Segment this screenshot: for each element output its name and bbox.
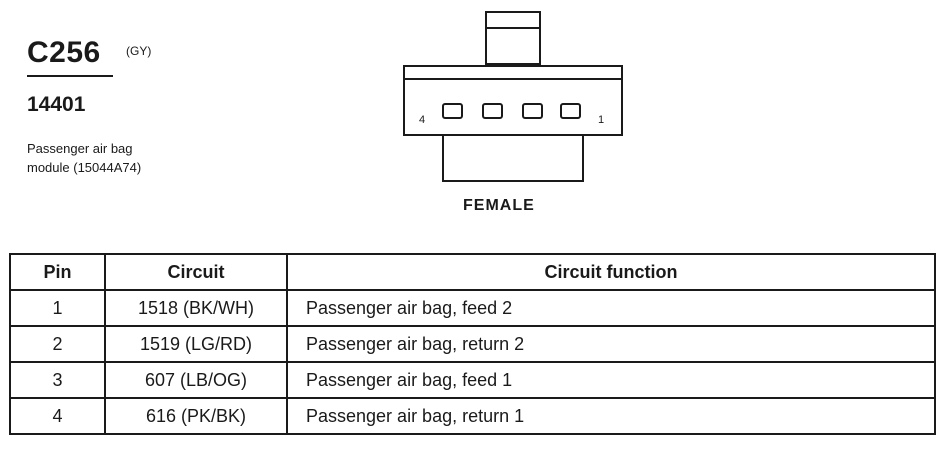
pinout-table: Pin Circuit Circuit function 1 1518 (BK/… [9, 253, 936, 435]
description-line-1: Passenger air bag [27, 141, 133, 156]
pin-cavity-4 [442, 103, 463, 119]
connector-color-code: (GY) [126, 44, 152, 58]
pin-cell: 1 [9, 289, 106, 327]
connector-shroud [442, 134, 584, 182]
connector-id: C256 [27, 36, 101, 69]
pin-cavity-3 [482, 103, 503, 119]
function-cell: Passenger air bag, return 2 [286, 325, 936, 363]
pin-cell: 4 [9, 397, 106, 435]
pin-cavity-1 [560, 103, 581, 119]
description-line-2: module (15044A74) [27, 160, 142, 175]
pin-4-label: 4 [419, 114, 425, 126]
circuit-cell: 616 (PK/BK) [104, 397, 288, 435]
header-circuit-function: Circuit function [286, 253, 936, 291]
circuit-cell: 1519 (LG/RD) [104, 325, 288, 363]
connector-description: Passenger air bag module (15044A74) [27, 139, 141, 177]
table-row: 1 1518 (BK/WH) Passenger air bag, feed 2 [9, 289, 936, 327]
header-pin: Pin [9, 253, 106, 291]
circuit-cell: 607 (LB/OG) [104, 361, 288, 399]
function-cell: Passenger air bag, feed 1 [286, 361, 936, 399]
title-underline [27, 75, 113, 77]
function-cell: Passenger air bag, return 1 [286, 397, 936, 435]
pin-cell: 2 [9, 325, 106, 363]
pin-1-label: 1 [598, 114, 604, 126]
pin-cell: 3 [9, 361, 106, 399]
function-cell: Passenger air bag, feed 2 [286, 289, 936, 327]
pin-cavity-2 [522, 103, 543, 119]
table-row: 2 1519 (LG/RD) Passenger air bag, return… [9, 325, 936, 363]
header-circuit: Circuit [104, 253, 288, 291]
table-row: 3 607 (LB/OG) Passenger air bag, feed 1 [9, 361, 936, 399]
table-row: 4 616 (PK/BK) Passenger air bag, return … [9, 397, 936, 435]
locking-tab [485, 11, 541, 65]
part-number: 14401 [27, 93, 86, 116]
table-header-row: Pin Circuit Circuit function [9, 253, 936, 291]
connector-face-diagram: 4 1 [403, 11, 623, 182]
circuit-cell: 1518 (BK/WH) [104, 289, 288, 327]
connector-housing [403, 65, 623, 136]
gender-label: FEMALE [463, 197, 535, 214]
